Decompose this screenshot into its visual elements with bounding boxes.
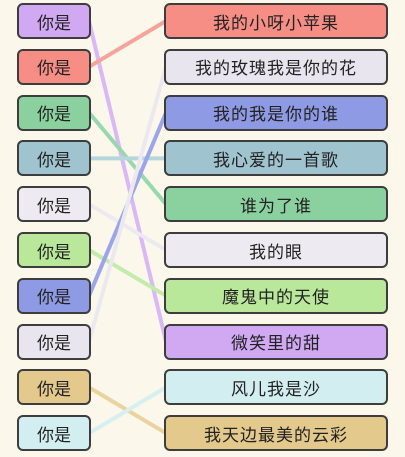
right-option-label: 我天边最美的云彩 bbox=[204, 425, 348, 446]
connection-line-7 bbox=[87, 110, 168, 298]
right-option-8[interactable]: 微笑里的甜 bbox=[164, 323, 388, 360]
connection-line-6 bbox=[87, 248, 168, 298]
left-option-9[interactable]: 你是 bbox=[17, 369, 91, 406]
right-option-label: 风儿我是沙 bbox=[231, 379, 321, 400]
right-option-label: 我的玫瑰我是你的花 bbox=[195, 59, 357, 80]
connection-line-5 bbox=[87, 202, 168, 252]
left-option-label: 你是 bbox=[37, 105, 71, 126]
right-option-label: 我的小呀小苹果 bbox=[213, 13, 339, 34]
left-option-6[interactable]: 你是 bbox=[17, 232, 91, 268]
left-option-7[interactable]: 你是 bbox=[17, 277, 91, 314]
connection-line-8 bbox=[87, 64, 168, 344]
left-option-label: 你是 bbox=[37, 150, 71, 171]
connection-line-9 bbox=[87, 385, 168, 436]
left-option-3[interactable]: 你是 bbox=[17, 94, 91, 131]
left-option-1[interactable]: 你是 bbox=[17, 3, 91, 39]
connection-line-3 bbox=[87, 110, 168, 207]
left-option-5[interactable]: 你是 bbox=[17, 186, 91, 223]
right-option-7[interactable]: 魔鬼中的天使 bbox=[164, 277, 388, 314]
right-option-6[interactable]: 我的眼 bbox=[164, 232, 388, 268]
right-option-label: 魔鬼中的天使 bbox=[222, 288, 330, 309]
connection-line-10 bbox=[87, 385, 168, 436]
right-option-9[interactable]: 风儿我是沙 bbox=[164, 369, 388, 406]
left-option-label: 你是 bbox=[37, 13, 71, 34]
right-option-label: 我心爱的一首歌 bbox=[213, 150, 339, 171]
left-option-label: 你是 bbox=[37, 59, 71, 80]
right-option-label: 我的眼 bbox=[249, 242, 303, 263]
connection-line-2 bbox=[87, 19, 168, 69]
right-option-1[interactable]: 我的小呀小苹果 bbox=[164, 3, 388, 39]
right-option-3[interactable]: 我的我是你的谁 bbox=[164, 94, 388, 131]
right-option-label: 我的我是你的谁 bbox=[213, 105, 339, 126]
left-option-label: 你是 bbox=[37, 379, 71, 400]
connection-line-1 bbox=[87, 19, 168, 344]
right-option-4[interactable]: 我心爱的一首歌 bbox=[164, 140, 388, 177]
left-option-label: 你是 bbox=[37, 288, 71, 309]
right-option-5[interactable]: 谁为了谁 bbox=[164, 186, 388, 223]
left-option-8[interactable]: 你是 bbox=[17, 323, 91, 360]
right-option-2[interactable]: 我的玫瑰我是你的花 bbox=[164, 48, 388, 85]
left-option-10[interactable]: 你是 bbox=[17, 415, 91, 452]
right-option-label: 微笑里的甜 bbox=[231, 334, 321, 355]
left-option-label: 你是 bbox=[37, 196, 71, 217]
left-option-label: 你是 bbox=[37, 425, 71, 446]
left-option-4[interactable]: 你是 bbox=[17, 140, 91, 177]
left-option-label: 你是 bbox=[37, 242, 71, 263]
left-option-label: 你是 bbox=[37, 334, 71, 355]
right-option-10[interactable]: 我天边最美的云彩 bbox=[164, 415, 388, 452]
right-option-label: 谁为了谁 bbox=[240, 196, 312, 217]
left-option-2[interactable]: 你是 bbox=[17, 48, 91, 85]
